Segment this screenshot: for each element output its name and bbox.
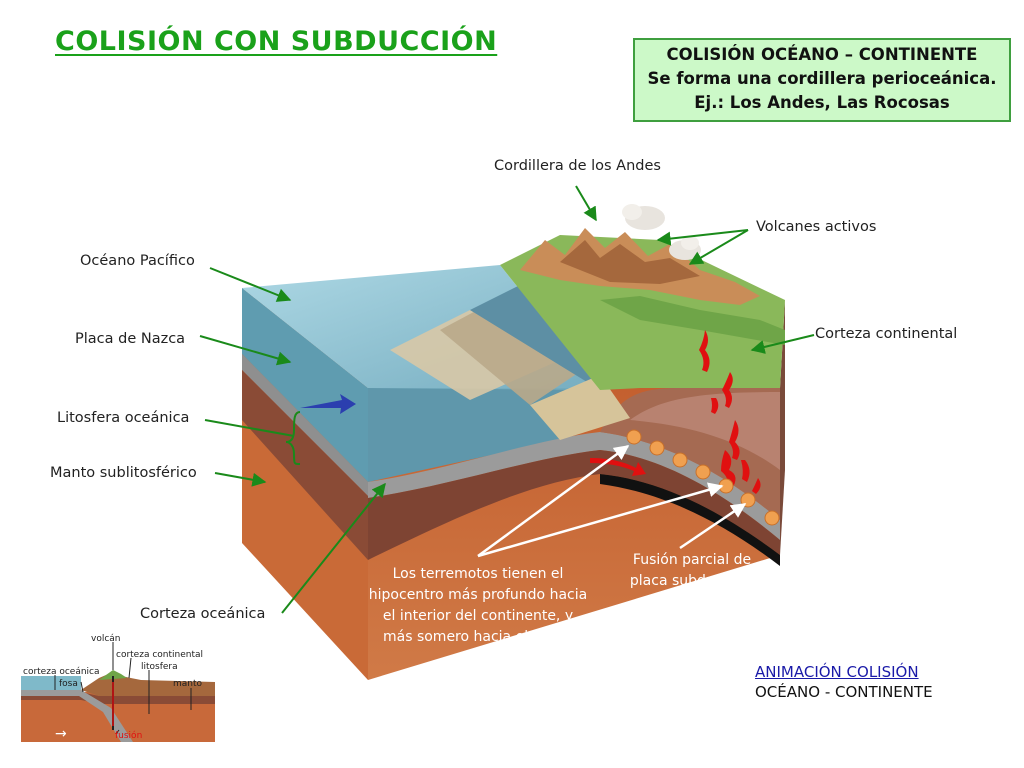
label-terremotos: Los terremotos tienen el hipocentro más …	[368, 566, 588, 645]
animation-link-sublabel: OCÉANO - CONTINENTE	[755, 683, 933, 701]
info-box-line2: Se forma una cordillera perioceánica.	[647, 69, 997, 88]
info-box: COLISIÓN OCÉANO – CONTINENTE Se forma un…	[633, 38, 1011, 122]
animation-thumbnail[interactable]: → volcán corteza continental corteza oce…	[21, 630, 215, 742]
thumb-corteza-oceanica: corteza oceánica	[23, 667, 100, 677]
right-face	[780, 300, 785, 555]
label-corteza-continental: Corteza continental	[815, 326, 958, 342]
top-face	[242, 228, 785, 440]
label-litosfera: Litosfera oceánica	[57, 410, 190, 426]
magma-blobs	[699, 330, 761, 494]
label-cordillera: Cordillera de los Andes	[494, 158, 661, 174]
label-placa: Placa de Nazca	[75, 331, 186, 347]
annotation-arrows	[199, 185, 815, 614]
thumb-volcan: volcán	[91, 634, 121, 644]
thumb-litosfera: litosfera	[141, 662, 178, 672]
page-title: COLISIÓN CON SUBDUCCIÓN	[55, 26, 498, 57]
thumbnail-diagram: → volcán corteza continental corteza oce…	[21, 630, 215, 742]
earthquake-arrows	[477, 444, 747, 558]
thumbnail-arrow-icon: →	[55, 726, 67, 742]
left-face	[242, 288, 368, 680]
label-oceano: Océano Pacífico	[80, 253, 195, 269]
thumb-manto: manto	[173, 679, 203, 689]
thumb-corteza-continental: corteza continental	[116, 650, 203, 660]
animation-link[interactable]: ANIMACIÓN COLISIÓN	[755, 663, 919, 681]
info-box-line1: COLISIÓN OCÉANO – CONTINENTE	[666, 45, 978, 64]
label-fusion: Fusión parcial de placa subducente	[629, 552, 755, 589]
animation-link-block: ANIMACIÓN COLISIÓN OCÉANO - CONTINENTE	[755, 662, 933, 702]
label-manto: Manto sublitosférico	[50, 465, 197, 481]
label-volcanes: Volcanes activos	[756, 219, 877, 235]
lithosphere-bracket	[285, 411, 301, 465]
thumb-fosa: fosa	[59, 679, 78, 689]
info-box-line3: Ej.: Los Andes, Las Rocosas	[694, 93, 950, 112]
label-corteza-oceanica: Corteza oceánica	[140, 606, 266, 622]
thumb-fusion: fusión	[115, 730, 142, 741]
